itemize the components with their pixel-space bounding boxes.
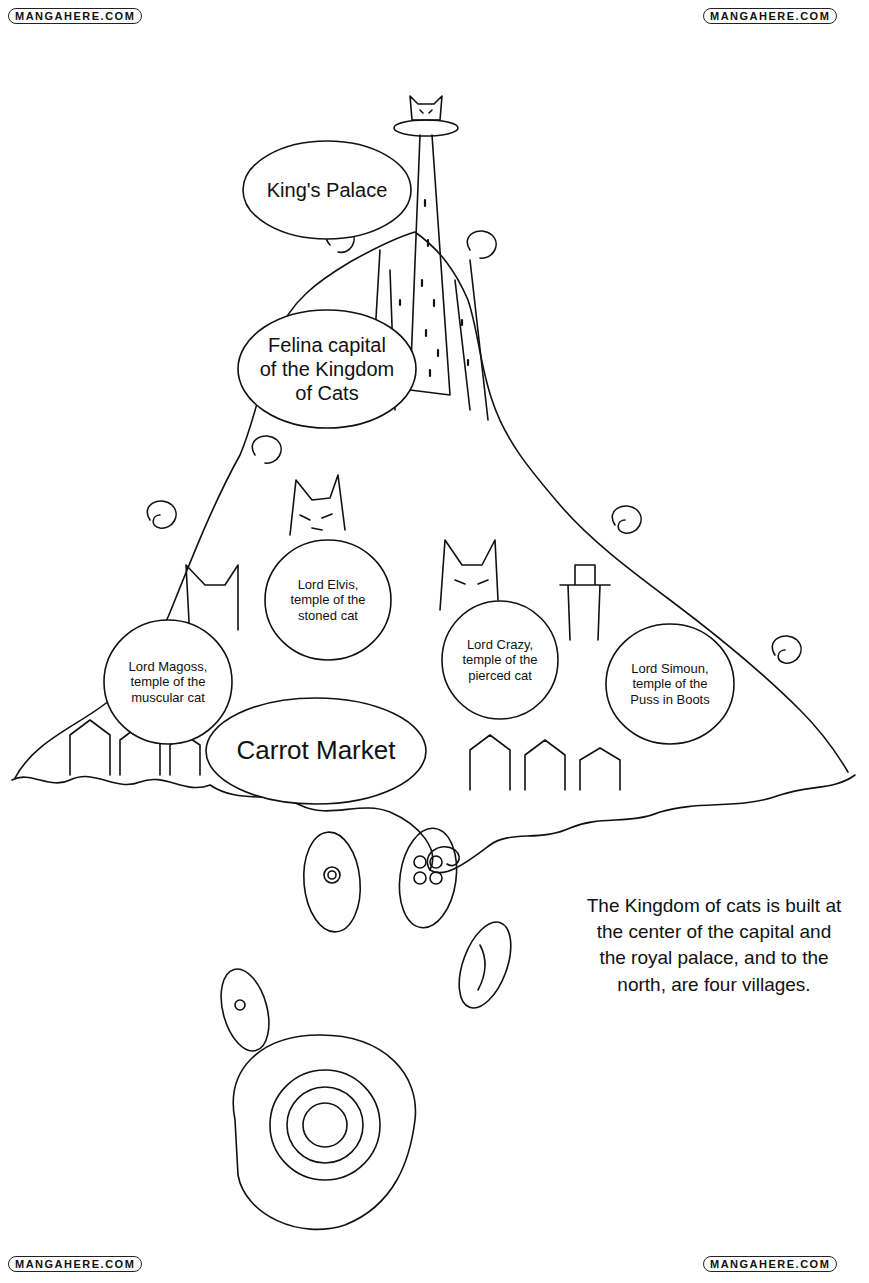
ellipse-text-holder: Lord Crazy, temple of the pierced cat <box>455 600 545 720</box>
ellipse-shape <box>104 620 232 744</box>
ellipse-text-holder: Lord Magoss, temple of the muscular cat <box>119 619 218 745</box>
place-name: Lord Magoss, temple of the muscular cat <box>119 659 218 706</box>
place-name: Lord Elvis, temple of the stoned cat <box>280 577 377 624</box>
cat-simoun <box>560 565 610 640</box>
cat-crazy <box>440 540 498 610</box>
cloud-swirl <box>612 506 641 533</box>
place-name: Lord Crazy, temple of the pierced cat <box>455 637 545 684</box>
tower-disc <box>394 120 458 136</box>
place-name: King's Palace <box>267 178 388 202</box>
ellipse-text-holder: Carrot Market <box>232 697 401 805</box>
watermark: MANGAHERE.COM <box>8 1256 142 1272</box>
ellipse-shape <box>238 310 416 428</box>
place-name: Felina capital of the Kingdom of Cats <box>259 333 396 405</box>
watermark: MANGAHERE.COM <box>703 1256 837 1272</box>
caption-note: The Kingdom of cats is built at the cent… <box>585 893 843 998</box>
cloud-swirl <box>252 436 281 463</box>
tower-cat <box>410 96 442 120</box>
ellipse-shape <box>442 601 558 719</box>
place-ellipse: Felina capital of the Kingdom of Cats <box>237 309 417 429</box>
tower <box>410 135 450 395</box>
place-ellipse: Lord Magoss, temple of the muscular cat <box>103 619 233 745</box>
ellipse-shape <box>265 540 391 660</box>
cloud-band <box>12 775 855 873</box>
ellipse-text-holder: Lord Simoun, temple of the Puss in Boots <box>621 623 720 745</box>
ellipse-shape <box>243 141 411 239</box>
paw-print <box>213 825 521 1230</box>
cloud-swirl <box>467 231 496 258</box>
place-ellipse: Carrot Market <box>205 697 427 805</box>
place-ellipse: Lord Crazy, temple of the pierced cat <box>441 600 559 720</box>
place-name: Lord Simoun, temple of the Puss in Boots <box>621 661 720 708</box>
ellipse-text-holder: King's Palace <box>263 140 392 240</box>
place-ellipse: Lord Simoun, temple of the Puss in Boots <box>605 623 735 745</box>
houses-right <box>470 735 620 790</box>
watermark: MANGAHERE.COM <box>703 8 837 24</box>
place-name: Carrot Market <box>237 735 396 766</box>
ellipse-text-holder: Lord Elvis, temple of the stoned cat <box>280 539 377 661</box>
ellipse-shape <box>206 698 426 804</box>
place-ellipse: King's Palace <box>242 140 412 240</box>
place-ellipse: Lord Elvis, temple of the stoned cat <box>264 539 392 661</box>
ellipse-text-holder: Felina capital of the Kingdom of Cats <box>259 309 396 429</box>
mountain-outline <box>15 232 848 778</box>
ellipse-shape <box>606 624 734 744</box>
watermark: MANGAHERE.COM <box>8 8 142 24</box>
cloud-swirl <box>147 501 176 528</box>
cat-elvis <box>290 475 345 535</box>
cloud-swirl <box>772 636 801 663</box>
